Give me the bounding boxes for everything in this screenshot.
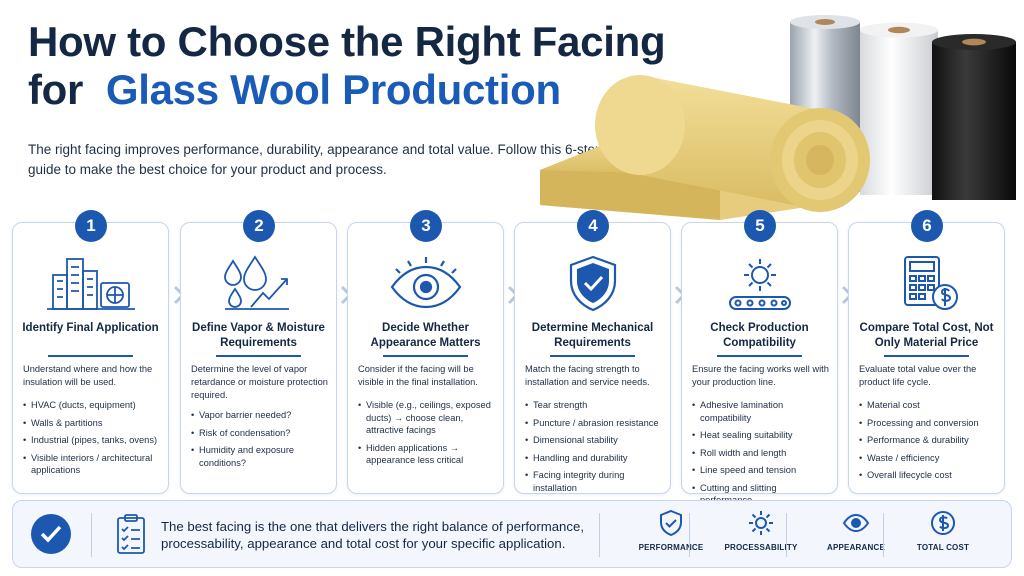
- list-item: Visible (e.g., ceilings, exposed ducts) …: [358, 399, 497, 437]
- step-desc-2: Determine the level of vapor retardance …: [191, 364, 328, 400]
- clipboard-checklist-icon: [117, 514, 145, 554]
- list-item: Waste / efficiency: [859, 452, 998, 465]
- step-list-2: Vapor barrier needed? Risk of condensati…: [191, 409, 330, 474]
- list-item: Handling and durability: [525, 452, 664, 465]
- step-number-1: 1: [75, 210, 107, 242]
- title-accent: Glass Wool Production: [105, 66, 561, 113]
- list-item: Tear strength: [525, 399, 664, 412]
- step-list-6: Material cost Processing and conversion …: [859, 399, 998, 487]
- badge-label: APPEARANCE: [826, 543, 885, 552]
- step-card-1: 1 Identify Final Application Understand …: [12, 210, 169, 494]
- step-list-5: Adhesive lamination compatibility Heat s…: [692, 399, 831, 512]
- badge-total-cost: TOTAL COST: [895, 509, 991, 563]
- list-item: Humidity and exposure conditions?: [191, 444, 330, 469]
- step-list-1: HVAC (ducts, equipment) Walls & partitio…: [23, 399, 162, 482]
- list-item: Roll width and length: [692, 447, 831, 460]
- summary-banner: The best facing is the one that delivers…: [12, 500, 1012, 568]
- calculator-dollar-icon: [903, 256, 958, 310]
- step-title-6: Compare Total Cost, Not Only Material Pr…: [859, 322, 994, 349]
- list-item: Material cost: [859, 399, 998, 412]
- list-item: Line speed and tension: [692, 464, 831, 477]
- step-desc-4: Match the facing strength to installatio…: [525, 364, 650, 387]
- step-number-2: 2: [243, 210, 275, 242]
- page-subtitle: The right facing improves performance, d…: [28, 142, 603, 177]
- list-item: Vapor barrier needed?: [191, 409, 330, 422]
- step-number-5: 5: [744, 210, 776, 242]
- step-card-2: 2 Define Vapor & Moisture Requirements D…: [180, 210, 337, 494]
- title-line-2: for Glass Wool Production: [28, 66, 668, 114]
- step-number-6: 6: [911, 210, 943, 242]
- gear-conveyor-icon: [728, 259, 791, 310]
- glass-wool-rolls-illustration: [540, 15, 1016, 220]
- step-desc-1: Understand where and how the insulation …: [23, 364, 153, 387]
- step-number-4: 4: [577, 210, 609, 242]
- badge-label: TOTAL COST: [916, 543, 970, 552]
- list-item: Industrial (pipes, tanks, ovens): [23, 434, 162, 447]
- shield-check-icon: [660, 509, 682, 537]
- banner-text: The best facing is the one that delivers…: [161, 519, 584, 551]
- step-title-5: Check Production Compatibility: [710, 322, 809, 349]
- step-title-1: Identify Final Application: [22, 322, 159, 334]
- list-item: Visible interiors / architectural applic…: [23, 452, 162, 477]
- badge-appearance: APPEARANCE: [808, 509, 904, 563]
- step-card-5: 5 Check Production Compatibility Ensure …: [681, 210, 838, 505]
- water-drops-icon: [223, 255, 289, 310]
- step-title-4: Determine Mechanical Requirements: [531, 322, 654, 349]
- dollar-icon: [931, 511, 955, 535]
- step-title-2: Define Vapor & Moisture Requirements: [192, 322, 325, 349]
- badge-label: PROCESSABILITY: [724, 543, 798, 552]
- list-item: HVAC (ducts, equipment): [23, 399, 162, 412]
- list-item: Adhesive lamination compatibility: [692, 399, 831, 424]
- shield-check-icon: [569, 255, 616, 312]
- step-desc-3: Consider if the facing will be visible i…: [358, 364, 478, 387]
- list-item: Performance & durability: [859, 434, 998, 447]
- step-title-3: Decide Whether Appearance Matters: [370, 322, 481, 349]
- step-list-4: Tear strength Puncture / abrasion resist…: [525, 399, 664, 499]
- gear-icon: [749, 511, 773, 535]
- step-card-6: 6 Compare Total Cost, Not Only Material …: [848, 210, 1005, 494]
- list-item: Heat sealing suitability: [692, 429, 831, 442]
- eye-icon: [842, 513, 870, 533]
- badge-processability: PROCESSABILITY: [713, 509, 809, 563]
- step-list-3: Visible (e.g., ceilings, exposed ducts) …: [358, 399, 497, 472]
- title-prefix: for: [28, 66, 84, 113]
- buildings-icon: [46, 258, 135, 310]
- step-card-3: 3 Decide Whether Appearance Matters Cons…: [347, 210, 504, 494]
- list-item: Risk of condensation?: [191, 427, 330, 440]
- page-title: How to Choose the Right Facing for Glass…: [28, 18, 668, 114]
- checkmark-icon: [31, 514, 71, 554]
- step-card-4: 4 Determine Mechanical Requirements Matc…: [514, 210, 671, 494]
- list-item: Dimensional stability: [525, 434, 664, 447]
- eye-icon: [390, 257, 461, 309]
- badge-performance: PERFORMANCE: [623, 509, 719, 563]
- list-item: Processing and conversion: [859, 417, 998, 430]
- list-item: Overall lifecycle cost: [859, 469, 998, 482]
- badge-label: PERFORMANCE: [638, 543, 704, 552]
- list-item: Facing integrity during installation: [525, 469, 664, 494]
- step-desc-5: Ensure the facing works well with your p…: [692, 364, 829, 387]
- title-line-1: How to Choose the Right Facing: [28, 18, 666, 65]
- list-item: Hidden applications → appearance less cr…: [358, 442, 497, 467]
- list-item: Puncture / abrasion resistance: [525, 417, 664, 430]
- list-item: Walls & partitions: [23, 417, 162, 430]
- step-desc-6: Evaluate total value over the product li…: [859, 364, 977, 387]
- step-number-3: 3: [410, 210, 442, 242]
- steps-row: 1 Identify Final Application Understand …: [12, 210, 1012, 505]
